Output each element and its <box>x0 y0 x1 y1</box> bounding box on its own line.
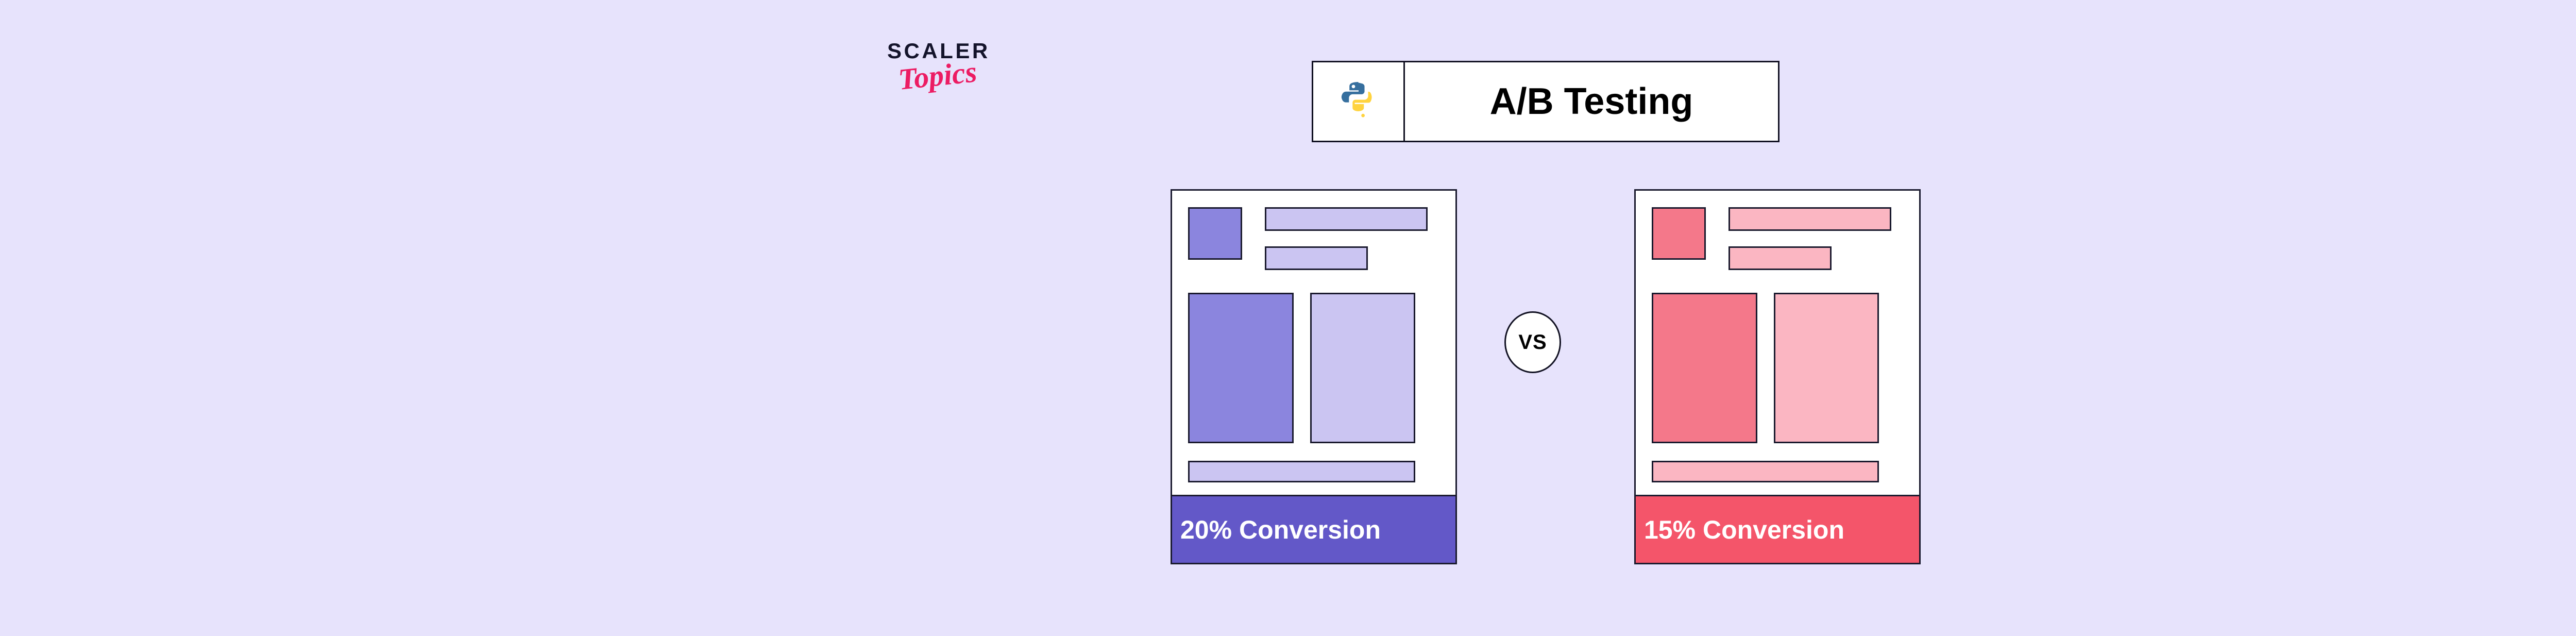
mock-content-column-left <box>1188 293 1294 443</box>
vs-badge: VS <box>1504 311 1561 373</box>
variant-a-conversion-label: 20% Conversion <box>1180 515 1381 544</box>
variant-b-conversion-bar: 15% Conversion <box>1636 495 1919 563</box>
variant-b-conversion-label: 15% Conversion <box>1644 515 1845 544</box>
mock-content-column-left <box>1652 293 1757 443</box>
mock-subheadline-bar <box>1728 246 1832 270</box>
banner-title-cell: A/B Testing <box>1405 62 1778 141</box>
mock-headline-bar <box>1265 207 1428 231</box>
mock-content-column-right <box>1774 293 1879 443</box>
page-title: A/B Testing <box>1489 81 1693 122</box>
title-banner: A/B Testing <box>1312 61 1780 142</box>
python-logo-icon <box>1337 79 1380 125</box>
brand-name-scaler: SCALER <box>887 39 990 63</box>
mock-subheadline-bar <box>1265 246 1368 270</box>
mock-thumbnail-block <box>1652 207 1706 260</box>
variant-card-a[interactable]: 20% Conversion <box>1171 189 1457 564</box>
variant-a-conversion-bar: 20% Conversion <box>1172 495 1455 563</box>
mock-footer-bar <box>1188 461 1415 482</box>
variant-b-mockup <box>1636 191 1919 495</box>
brand-logo: SCALER Topics <box>887 40 1057 133</box>
mock-footer-bar <box>1652 461 1879 482</box>
banner-icon-cell <box>1313 62 1405 141</box>
mock-content-column-right <box>1310 293 1415 443</box>
mock-headline-bar <box>1728 207 1891 231</box>
variant-a-mockup <box>1172 191 1455 495</box>
mock-thumbnail-block <box>1188 207 1242 260</box>
variant-card-b[interactable]: 15% Conversion <box>1634 189 1921 564</box>
vs-label: VS <box>1518 330 1547 354</box>
